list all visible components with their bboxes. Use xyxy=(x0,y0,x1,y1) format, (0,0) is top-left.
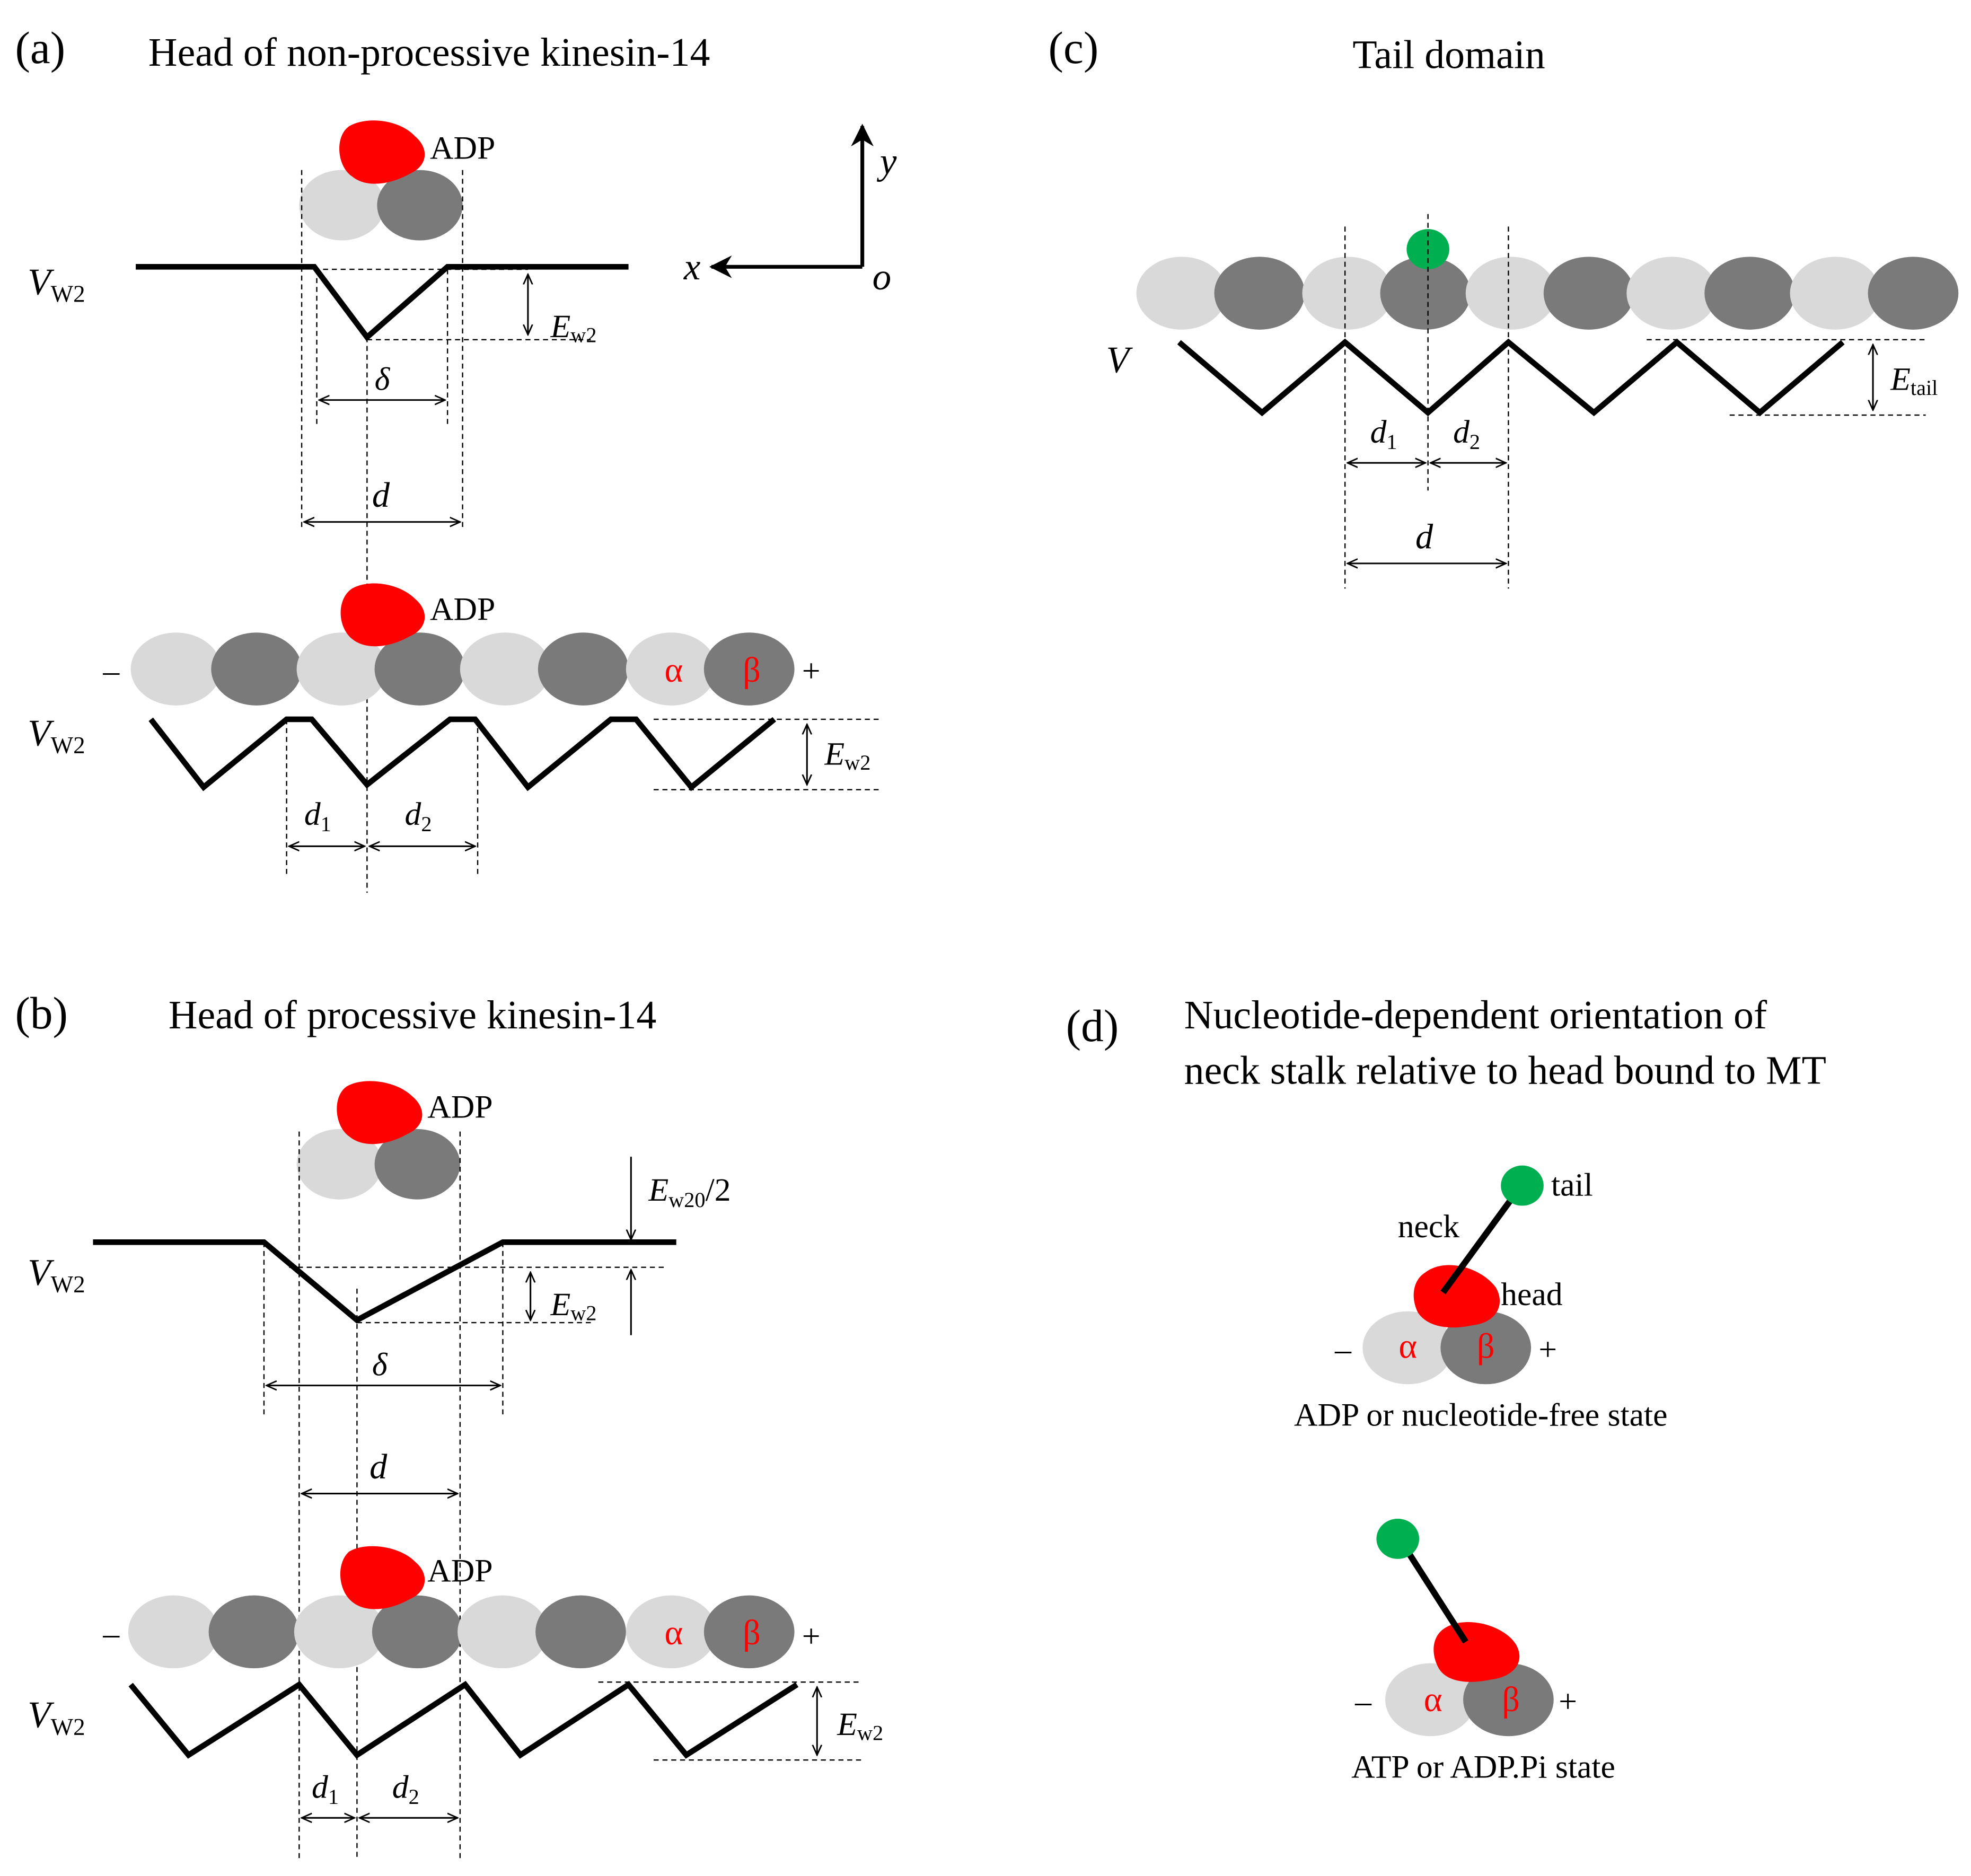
v-label: VW2 xyxy=(28,1695,85,1740)
alpha-label: α xyxy=(1398,1327,1417,1366)
alpha-label: α xyxy=(665,651,683,690)
guide-lines xyxy=(1344,214,1926,589)
tail-ball xyxy=(1501,1165,1544,1206)
head-label: head xyxy=(1501,1276,1563,1313)
alpha-tubulin xyxy=(1362,1311,1454,1385)
d-label: d xyxy=(369,1448,388,1486)
head xyxy=(1413,1265,1500,1328)
guide-lines xyxy=(598,1681,863,1761)
neck-label: neck xyxy=(1398,1209,1460,1245)
alpha-tubulin xyxy=(299,170,385,241)
beta-label: β xyxy=(743,651,761,690)
panel-a-title: Head of non-processive kinesin-14 xyxy=(148,30,710,75)
microtubule xyxy=(130,632,795,706)
d1-label: d1 xyxy=(304,796,331,836)
ew-label: Ew2 xyxy=(550,1287,597,1325)
potential-curve xyxy=(148,716,777,791)
beta-tubulin xyxy=(1440,1311,1532,1385)
guide-lines xyxy=(301,170,591,893)
v-label: V xyxy=(1106,339,1133,381)
beta-label: β xyxy=(743,1614,761,1652)
d1-label: d1 xyxy=(1370,414,1397,454)
axis-o-label: o xyxy=(873,257,892,298)
plus-end-label: + xyxy=(1538,1332,1557,1368)
alpha-tubulin xyxy=(296,1129,382,1200)
plus-end-label: + xyxy=(802,653,821,689)
panel-c: (c) Tail domain Etail V d1 xyxy=(1049,23,1959,589)
ew20-label: Ew20/2 xyxy=(648,1172,731,1212)
panel-c-title: Tail domain xyxy=(1352,33,1545,77)
plus-end-label: + xyxy=(1559,1684,1577,1720)
neck-stalk xyxy=(1440,1187,1521,1294)
delta-label: δ xyxy=(375,362,391,398)
alpha-label: α xyxy=(665,1614,683,1652)
panel-a-label: (a) xyxy=(15,23,65,73)
tail-ball xyxy=(1376,1518,1420,1559)
d2-label: d2 xyxy=(405,796,432,836)
beta-tubulin xyxy=(1463,1663,1554,1737)
state2-caption: ATP or ADP.Pi state xyxy=(1351,1749,1615,1785)
potential-curve xyxy=(1177,338,1845,417)
head xyxy=(1433,1622,1520,1682)
ew-label: Ew2 xyxy=(550,309,597,347)
panel-a: (a) Head of non-processive kinesin-14 AD… xyxy=(15,23,897,893)
state1-caption: ADP or nucleotide-free state xyxy=(1294,1397,1668,1433)
tail-label: tail xyxy=(1551,1167,1593,1203)
neck-stalk xyxy=(1400,1542,1468,1644)
panel-c-label: (c) xyxy=(1049,23,1099,73)
microtubule xyxy=(128,1595,795,1669)
beta-label: β xyxy=(1502,1680,1520,1719)
plus-end-label: + xyxy=(802,1618,821,1654)
v-label: VW2 xyxy=(28,1252,85,1298)
beta-tubulin xyxy=(377,170,463,241)
d2-label: d2 xyxy=(1453,414,1480,454)
etail-label: Etail xyxy=(1890,362,1938,400)
adp-head xyxy=(337,1081,423,1144)
minus-end-label: – xyxy=(102,1616,120,1652)
guide-lines xyxy=(286,718,880,878)
alpha-label: α xyxy=(1424,1680,1442,1719)
potential-curve xyxy=(128,1680,799,1759)
v-label: VW2 xyxy=(28,261,85,307)
beta-label: β xyxy=(1477,1327,1495,1366)
axis-x-label: x xyxy=(683,246,701,288)
panel-d-label: (d) xyxy=(1066,1001,1119,1051)
adp-label: ADP xyxy=(427,1089,492,1125)
minus-end-label: – xyxy=(102,653,120,689)
panel-b: (b) Head of processive kinesin-14 ADP Ew… xyxy=(15,989,883,1861)
adp-label: ADP xyxy=(430,130,495,166)
d1-label: d1 xyxy=(312,1769,339,1809)
panel-b-label: (b) xyxy=(15,989,68,1038)
adp-head xyxy=(340,583,425,647)
adp-label: ADP xyxy=(427,1553,492,1589)
beta-tubulin xyxy=(374,1129,460,1200)
ew-label: Ew2 xyxy=(824,736,870,774)
adp-head xyxy=(340,1546,425,1609)
alpha-tubulin xyxy=(1385,1663,1476,1737)
panel-d-title-line2: neck stalk relative to head bound to MT xyxy=(1184,1049,1826,1093)
d2-label: d2 xyxy=(392,1769,419,1809)
microtubule xyxy=(1136,257,1959,330)
axis-y-label: y xyxy=(877,141,897,182)
adp-head xyxy=(339,120,425,184)
panel-d-title-line1: Nucleotide-dependent orientation of xyxy=(1184,993,1767,1037)
d-label: d xyxy=(1415,517,1433,556)
minus-end-label: – xyxy=(1354,1684,1372,1720)
adp-label: ADP xyxy=(430,592,495,628)
d-label: d xyxy=(372,476,390,515)
v-label: VW2 xyxy=(28,713,85,759)
ew-label: Ew2 xyxy=(837,1706,883,1745)
panel-b-title: Head of processive kinesin-14 xyxy=(169,993,657,1037)
panel-d: (d) Nucleotide-dependent orientation of … xyxy=(1066,993,1826,1785)
minus-end-label: – xyxy=(1334,1332,1352,1368)
delta-label: δ xyxy=(372,1347,388,1383)
